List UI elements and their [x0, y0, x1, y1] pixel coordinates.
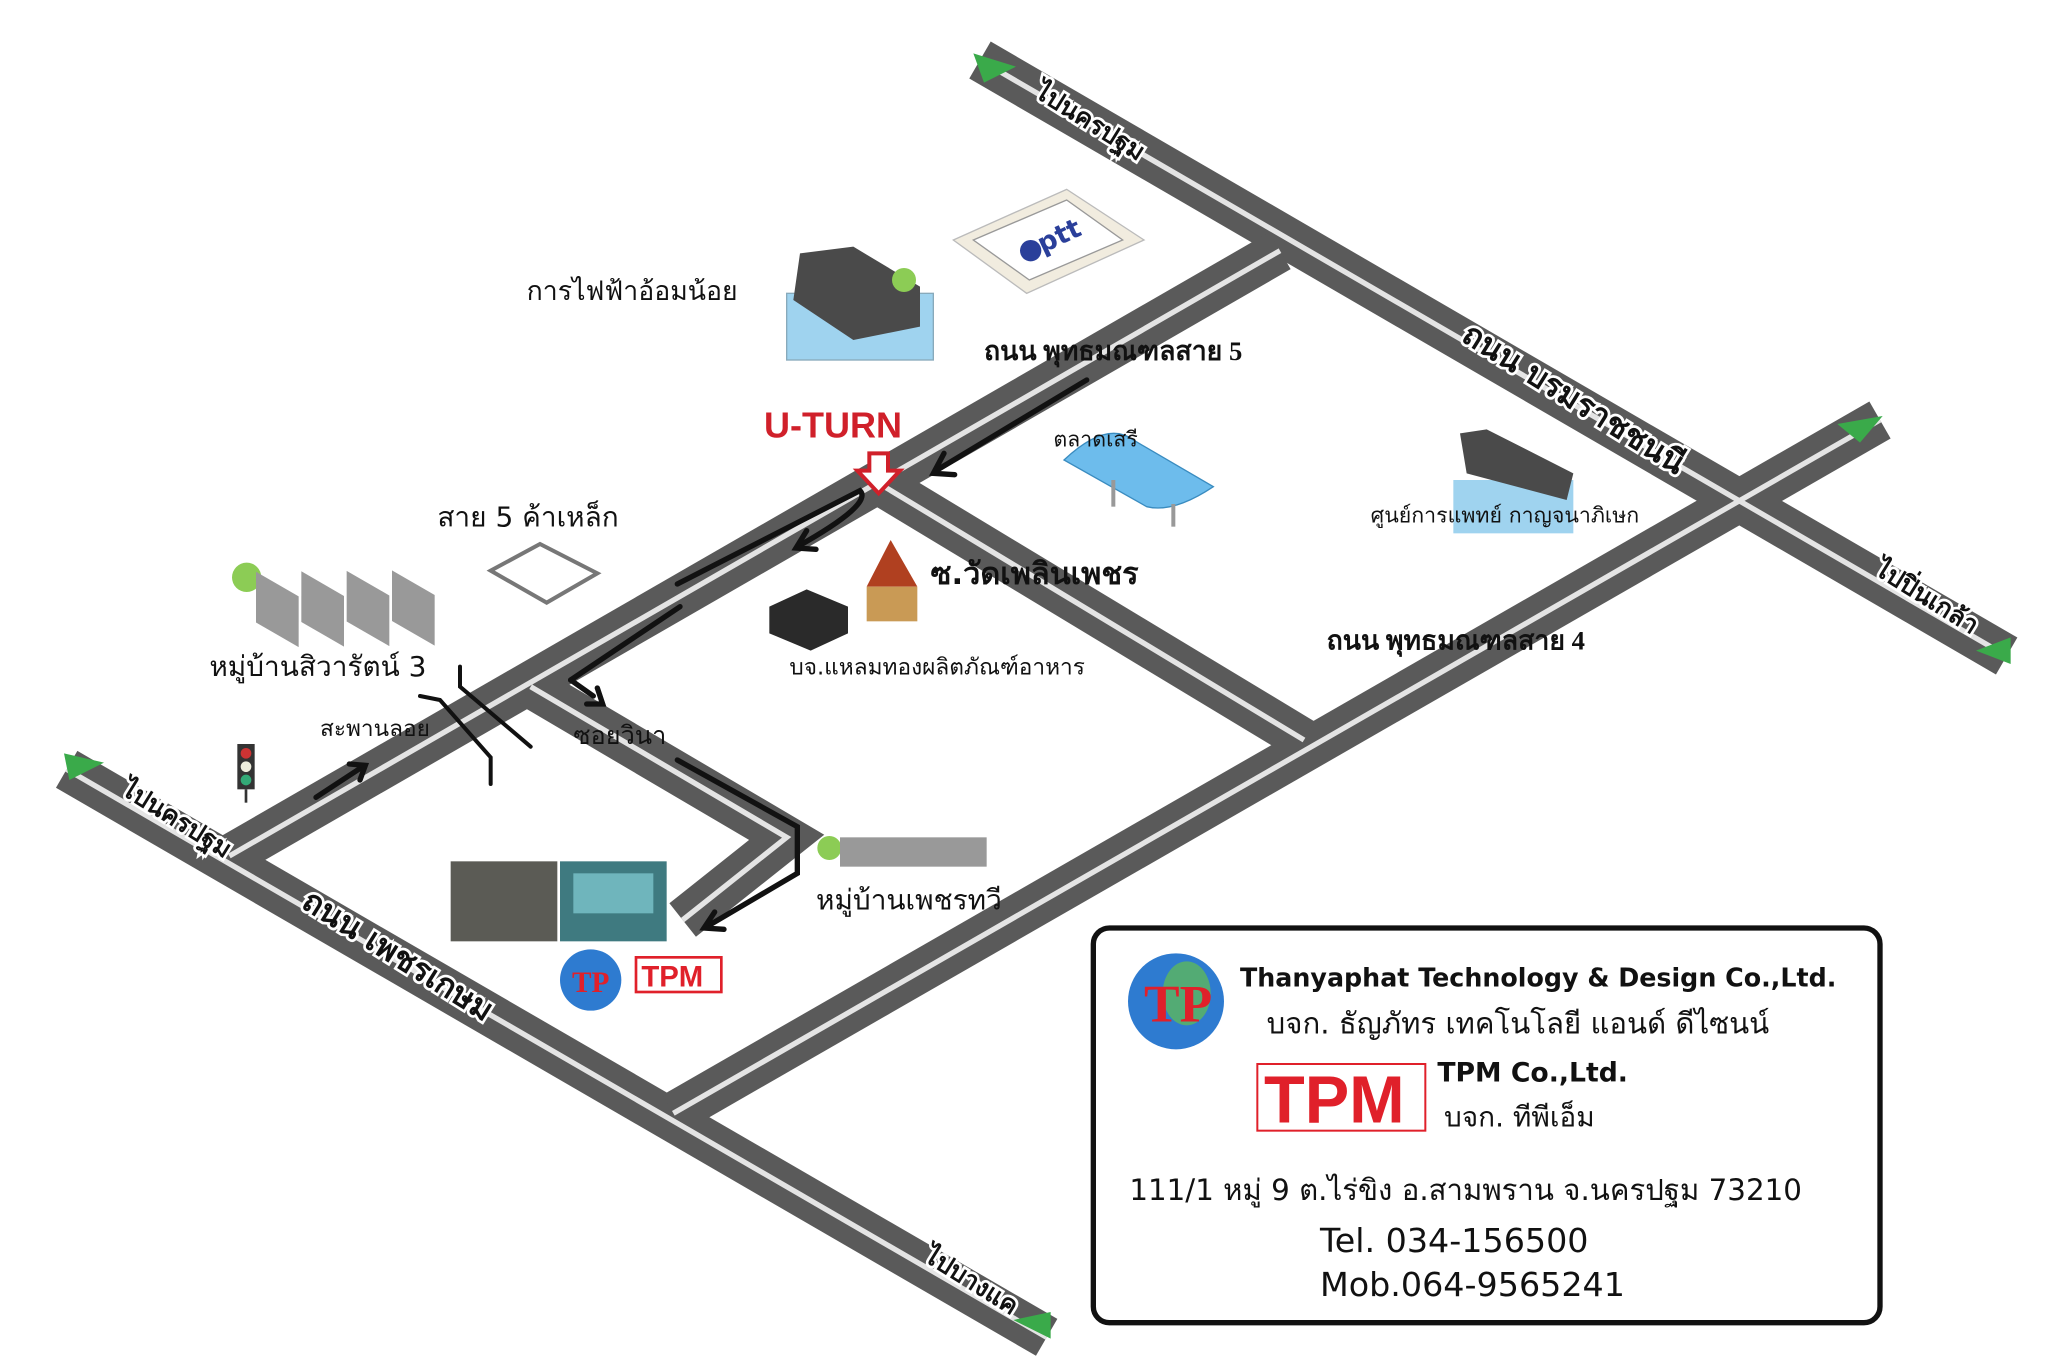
market-icon	[1062, 432, 1215, 527]
label-village-siwarat: หมู่บ้านสิวารัตน์ 3	[209, 650, 426, 684]
temple-icon	[866, 540, 918, 622]
village-houses-icon	[232, 562, 435, 648]
company-en: Thanyaphat Technology & Design Co.,Ltd.	[1240, 963, 1836, 993]
label-flyover: สะพานลอย	[320, 716, 430, 742]
u-turn-arrow-icon	[852, 451, 905, 497]
label-soi-wina: ซอยวินา	[573, 720, 666, 750]
tpm-en: TPM Co.,Ltd.	[1437, 1057, 1628, 1088]
arrow-southeast-icon	[1976, 637, 2011, 664]
tp-logo-text: TP	[572, 967, 610, 999]
steel-shop-icon	[486, 541, 602, 605]
label-pea: การไฟฟ้าอ้อมน้อย	[527, 276, 738, 307]
telephone: Tel. 034-156500	[1319, 1221, 1589, 1260]
village-phet-houses-icon	[817, 836, 987, 867]
route-path	[313, 377, 1090, 932]
ptt-station-icon: ptt	[952, 188, 1146, 295]
tpm-logo-small: TPM	[641, 961, 703, 994]
tp-logo-small: TP	[560, 949, 622, 1011]
label-market: ตลาดเสรี	[1053, 428, 1138, 453]
arrow-east-icon	[1837, 416, 1883, 443]
tpm-th: บจก. ทีพีเอ็ม	[1444, 1100, 1595, 1134]
traffic-light-icon	[237, 744, 255, 803]
tp-globe-logo: TP	[1128, 953, 1224, 1050]
arrow-west-icon	[64, 753, 104, 780]
pea-building-icon	[786, 246, 934, 361]
label-medical: ศูนย์การแพทย์ กาญจนาภิเษก	[1371, 504, 1640, 529]
u-turn-label: U-TURN	[764, 404, 902, 445]
medical-center-icon	[1453, 429, 1574, 534]
arrow-north-icon	[973, 53, 1016, 83]
tp-globe-logo-text: TP	[1144, 973, 1212, 1033]
address: 111/1 หมู่ 9 ต.ไร่ขิง อ.สามพราน จ.นครปฐม…	[1129, 1173, 1802, 1208]
food-factory-icon	[769, 589, 848, 651]
label-soi-wat: ซ.วัดเพลินเพชร	[931, 557, 1139, 592]
label-food-company: บจ.แหลมทองผลิตภัณฑ์อาหาร	[789, 654, 1085, 681]
company-th: บจก. ธัญภัทร เทคโนโลยี แอนด์ ดีไซนน์	[1267, 1006, 1770, 1040]
tpm-office-photo	[450, 861, 667, 942]
roads	[55, 41, 2018, 1356]
label-phutthamonthon-4: ถนน พุทธมณฑลสาย 4	[1327, 625, 1585, 657]
arrow-south-icon	[1013, 1312, 1051, 1339]
label-village-phet: หมู่บ้านเพชรทวี	[816, 883, 1002, 917]
contact-card: TP Thanyaphat Technology & Design Co.,Lt…	[1090, 925, 1883, 1326]
label-steel: สาย 5 ค้าเหล็ก	[437, 500, 618, 534]
tpm-logo: TPM	[1264, 1064, 1405, 1138]
label-phutthamonthon-5: ถนน พุทธมณฑลสาย 5	[984, 336, 1242, 368]
direction-arrows	[64, 53, 2011, 1339]
mobile: Mob.064-9565241	[1320, 1265, 1625, 1304]
